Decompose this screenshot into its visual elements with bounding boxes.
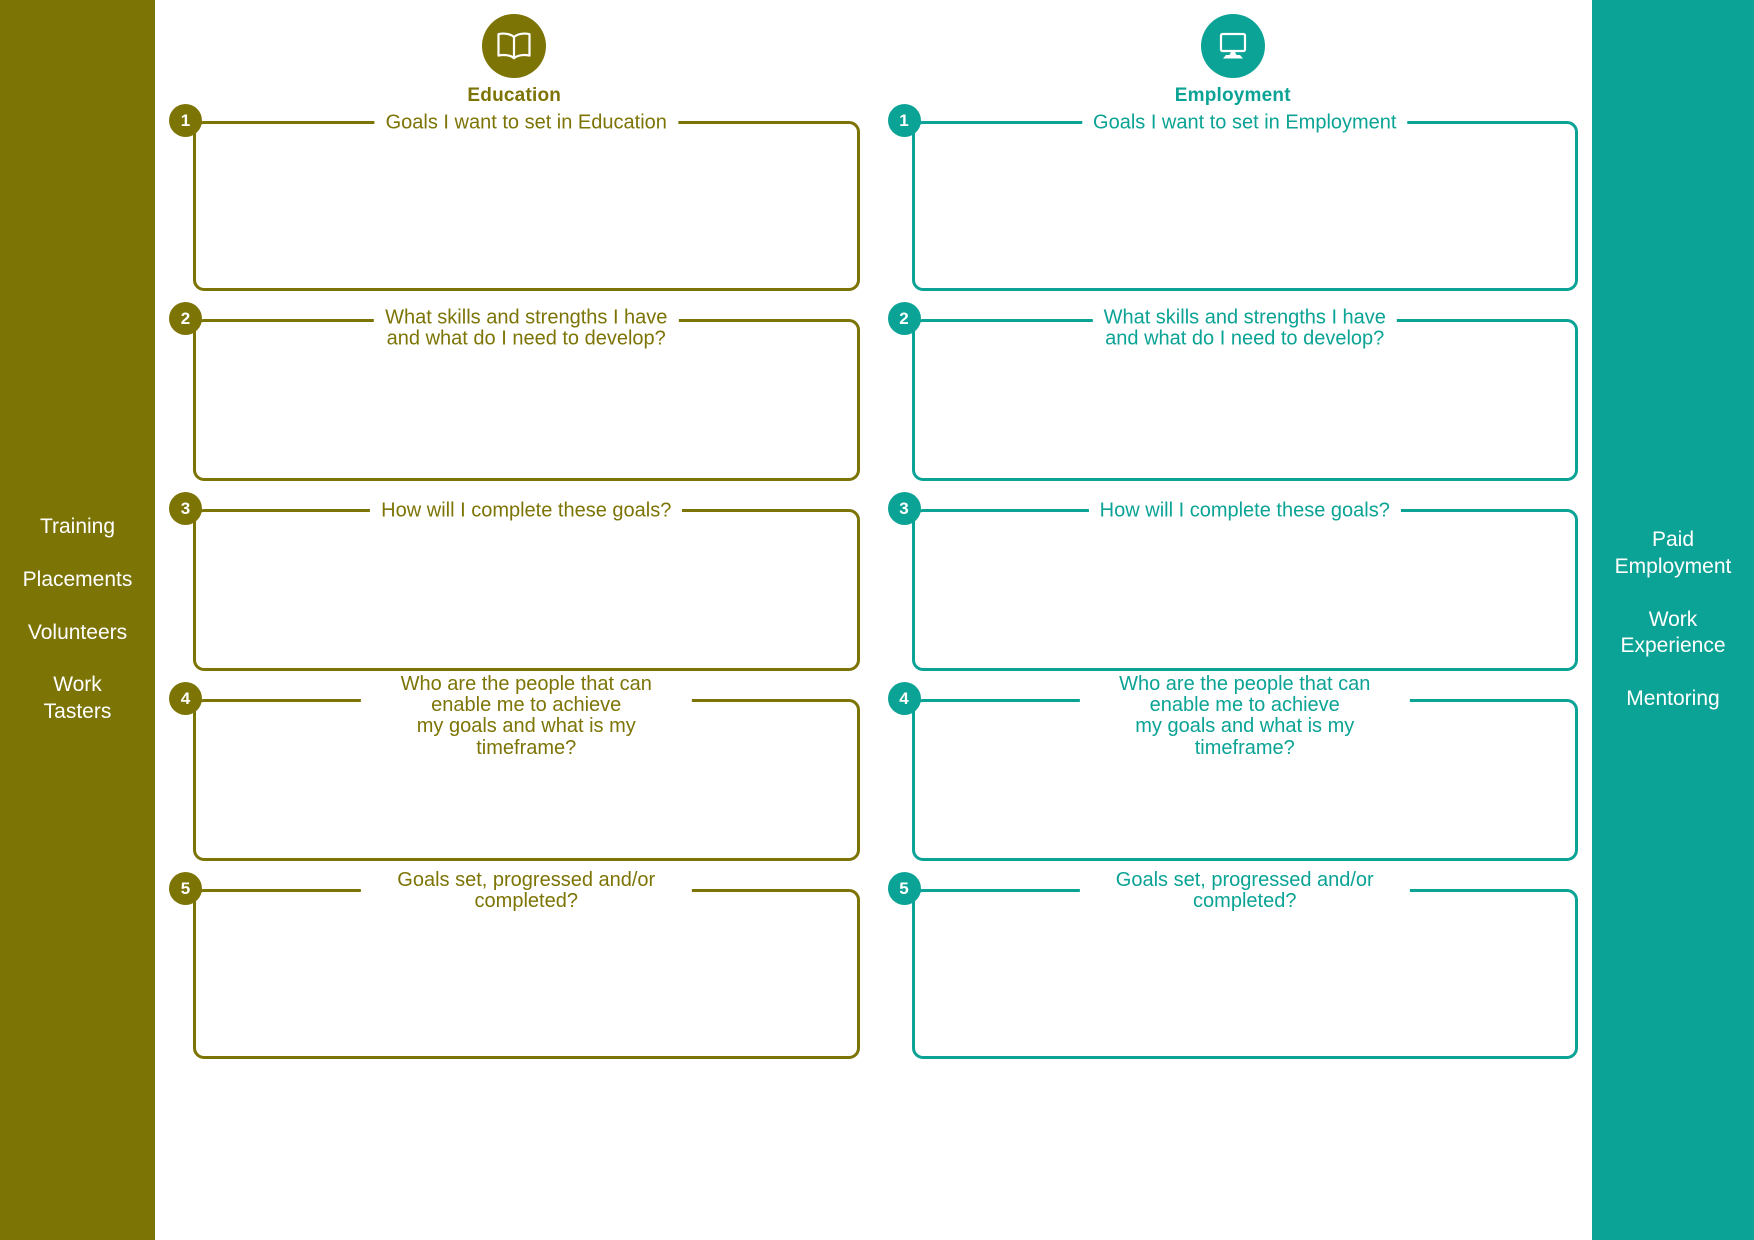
education-field-2-number-label: 2	[180, 309, 191, 328]
education-field-3-number-label: 3	[180, 499, 191, 518]
employment-header: Employment	[888, 0, 1579, 107]
right-sidebar-item-work-experience[interactable]: Work Experience	[1620, 607, 1726, 658]
employment-fields: 1 Goals I want to set in Employment 2 Wh…	[887, 104, 1578, 1059]
employment-field-1: 1 Goals I want to set in Employment	[887, 104, 1578, 291]
employment-field-4-number-label: 4	[899, 689, 909, 708]
employment-field-4-number: 4	[887, 682, 921, 715]
employment-title: Employment	[1174, 85, 1291, 106]
employment-field-3-caption: How will I complete these goals?	[1088, 500, 1401, 522]
employment-field-2-caption: What skills and strengths I have and wha…	[1092, 307, 1397, 350]
education-field-4-number-label: 4	[180, 689, 191, 708]
employment-field-3-number: 3	[887, 492, 921, 525]
employment-field-2-number-label: 2	[899, 309, 909, 328]
education-header: Education	[169, 0, 860, 107]
desktop-computer-icon	[1200, 14, 1265, 78]
education-field-1-caption: Goals I want to set in Education	[374, 112, 678, 134]
left-sidebar-item-placements[interactable]: Placements	[22, 567, 133, 591]
left-sidebar-item-volunteers[interactable]: Volunteers	[27, 620, 128, 644]
education-title: Education	[467, 85, 562, 106]
employment-field-4-caption: Who are the people that can enable me to…	[1079, 673, 1410, 759]
employment-field-5-number: 5	[887, 872, 921, 905]
employment-field-1-number: 1	[887, 104, 921, 137]
education-field-3-caption: How will I complete these goals?	[370, 500, 683, 522]
education-field-5-input[interactable]: Goals set, progressed and/or completed?	[193, 869, 860, 1059]
left-sidebar: Training Placements Volunteers Work Tast…	[0, 0, 155, 1240]
right-sidebar-item-mentoring[interactable]: Mentoring	[1626, 687, 1720, 711]
employment-field-4-input[interactable]: Who are the people that can enable me to…	[911, 673, 1578, 861]
employment-field-3: 3 How will I complete these goals?	[887, 492, 1578, 671]
education-field-1-number-label: 1	[180, 111, 191, 130]
education-field-3-number: 3	[169, 492, 202, 525]
employment-field-5-number-label: 5	[899, 879, 909, 898]
employment-field-2: 2 What skills and strengths I have and w…	[887, 302, 1578, 481]
education-field-2-number: 2	[169, 302, 202, 335]
employment-field-5: 5 Goals set, progressed and/or completed…	[887, 869, 1578, 1059]
employment-field-1-caption: Goals I want to set in Employment	[1082, 112, 1408, 134]
education-field-5-number-label: 5	[180, 879, 191, 898]
education-field-4-input[interactable]: Who are the people that can enable me to…	[193, 673, 860, 861]
education-field-1-number: 1	[169, 104, 202, 137]
employment-field-1-input[interactable]: Goals I want to set in Employment	[911, 112, 1578, 291]
education-field-1-input[interactable]: Goals I want to set in Education	[193, 112, 860, 291]
education-field-2-input[interactable]: What skills and strengths I have and wha…	[193, 307, 860, 481]
employment-field-2-number: 2	[887, 302, 921, 335]
employment-field-4: 4 Who are the people that can enable me …	[887, 673, 1578, 861]
education-column: Education 1 Goals I want to set in Educa…	[155, 0, 874, 1240]
right-sidebar: Paid Employment Work Experience Mentorin…	[1592, 0, 1754, 1240]
education-field-3-input[interactable]: How will I complete these goals?	[193, 500, 860, 671]
education-field-4: 4 Who are the people that can enable me …	[169, 673, 860, 861]
education-field-5-caption: Goals set, progressed and/or completed?	[361, 869, 692, 913]
education-field-5-number: 5	[169, 872, 202, 905]
education-field-2-caption: What skills and strengths I have and wha…	[374, 307, 679, 350]
education-field-4-caption: Who are the people that can enable me to…	[361, 673, 692, 759]
education-field-2: 2 What skills and strengths I have and w…	[169, 302, 860, 481]
worksheet-columns: Education 1 Goals I want to set in Educa…	[155, 0, 1592, 1240]
education-fields: 1 Goals I want to set in Education 2 Wha…	[169, 104, 860, 1059]
employment-field-1-number-label: 1	[899, 111, 909, 130]
open-book-icon	[482, 14, 547, 78]
employment-field-3-input[interactable]: How will I complete these goals?	[911, 500, 1578, 671]
education-field-4-number: 4	[169, 682, 202, 715]
employment-field-5-caption: Goals set, progressed and/or completed?	[1079, 869, 1410, 913]
employment-field-5-input[interactable]: Goals set, progressed and/or completed?	[911, 869, 1578, 1059]
right-sidebar-item-paid-employment[interactable]: Paid Employment	[1614, 527, 1732, 578]
employment-column: Employment 1 Goals I want to set in Empl…	[874, 0, 1593, 1240]
left-sidebar-item-training[interactable]: Training	[39, 514, 116, 538]
employment-field-3-number-label: 3	[899, 499, 909, 518]
education-field-5: 5 Goals set, progressed and/or completed…	[169, 869, 860, 1059]
worksheet-canvas: Education 1 Goals I want to set in Educa…	[155, 0, 1592, 1240]
education-field-1: 1 Goals I want to set in Education	[169, 104, 860, 291]
education-field-3: 3 How will I complete these goals?	[169, 492, 860, 671]
employment-field-2-input[interactable]: What skills and strengths I have and wha…	[911, 307, 1578, 481]
left-sidebar-item-work-tasters[interactable]: Work Tasters	[43, 673, 112, 724]
